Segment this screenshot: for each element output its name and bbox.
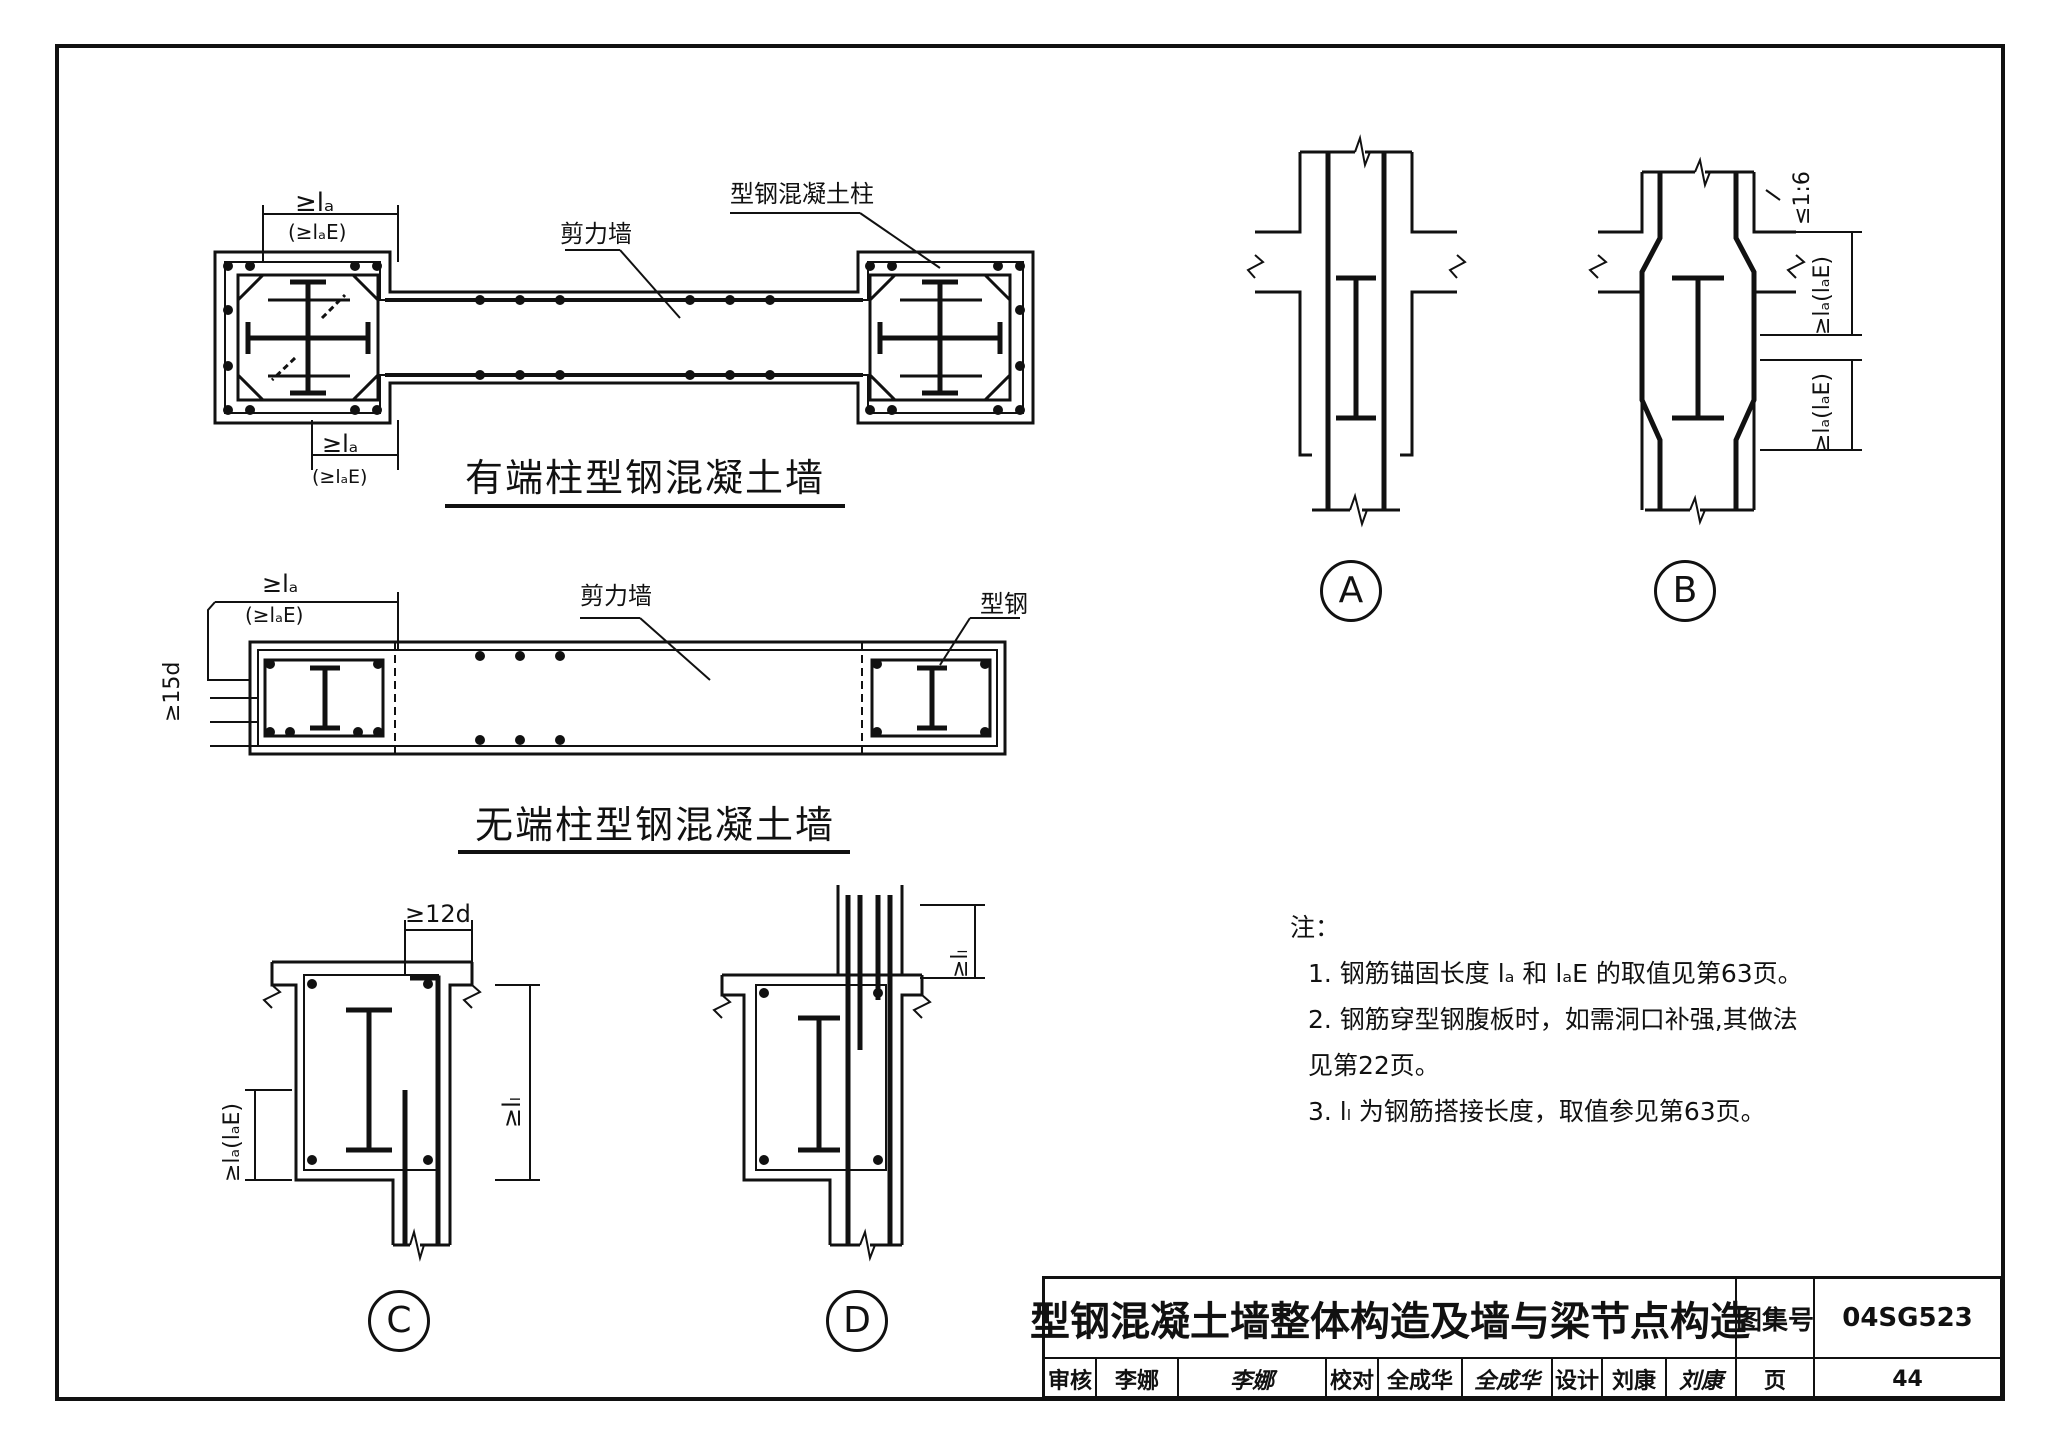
view2-dim-top-main: ≥lₐ [262, 570, 299, 598]
review-label: 审核 [1045, 1359, 1097, 1399]
detail-a-drawing [1246, 134, 1467, 528]
checker-signature: 全成华 [1463, 1359, 1553, 1399]
atlas-label: 图集号 [1736, 1279, 1815, 1359]
view2-wall-label: 剪力墙 [580, 582, 652, 610]
detail-d-drawing [712, 885, 985, 1262]
view1-title: 有端柱型钢混凝土墙 [465, 456, 826, 500]
sheet-frame [55, 44, 2005, 1401]
view1-wall-label: 剪力墙 [560, 220, 632, 248]
check-label: 校对 [1327, 1359, 1379, 1399]
detail-b-dim2: ≥lₐ(lₐE) [1810, 373, 1835, 452]
page-label: 页 [1737, 1359, 1815, 1399]
note-2-cont: 见第22页。 [1308, 1051, 1440, 1080]
atlas-number: 04SG523 [1815, 1279, 2000, 1359]
detail-b-marker: B [1654, 560, 1716, 622]
reviewer-name: 李娜 [1097, 1359, 1179, 1399]
note-2: 2. 钢筋穿型钢腹板时，如需洞口补强,其做法 [1308, 1005, 1798, 1034]
detail-c-drawing [245, 920, 540, 1262]
detail-d-dots [759, 988, 883, 1165]
view2-dim-side: ≥15d [160, 661, 185, 722]
view2-title: 无端柱型钢混凝土墙 [475, 803, 836, 847]
note-1: 1. 钢筋锚固长度 lₐ 和 lₐE 的取值见第63页。 [1308, 959, 1803, 988]
design-label: 设计 [1553, 1359, 1603, 1399]
view-without-end-column-rebar-dots [265, 651, 990, 745]
reviewer-signature: 李娜 [1179, 1359, 1327, 1399]
designer-name: 刘康 [1603, 1359, 1667, 1399]
detail-c-dim-left: ≥lₐ(lₐE) [220, 1103, 245, 1182]
notes-heading: 注： [1290, 913, 1341, 942]
note-3: 3. lₗ 为钢筋搭接长度，取值参见第63页。 [1308, 1097, 1766, 1126]
view1-column-label: 型钢混凝土柱 [730, 180, 874, 208]
notes: 注： 1. 钢筋锚固长度 lₐ 和 lₐE 的取值见第63页。 2. 钢筋穿型钢… [1290, 905, 1803, 1135]
detail-d-marker: D [826, 1290, 888, 1352]
detail-c-marker: C [368, 1290, 430, 1352]
detail-c-dim-right: ≥lₗ [498, 1097, 526, 1128]
view-without-end-column [207, 592, 1020, 854]
detail-b-drawing [1588, 156, 1862, 526]
view1-dim-bottom-main: ≥lₐ [322, 430, 359, 458]
drawing-title: 型钢混凝土墙整体构造及墙与梁节点构造 [1030, 1279, 1750, 1359]
view1-dim-top-main: ≥lₐ [295, 188, 335, 218]
detail-c-dim-top: ≥12d [405, 900, 471, 928]
view1-dim-bottom-sub: (≥lₐE) [312, 466, 368, 488]
detail-a-marker: A [1320, 560, 1382, 622]
detail-b-slope: ≤1:6 [1790, 171, 1815, 225]
checker-name: 全成华 [1379, 1359, 1463, 1399]
detail-c-dots [307, 979, 433, 1165]
view-with-end-column [213, 205, 1035, 508]
designer-signature: 刘康 [1667, 1359, 1737, 1399]
view2-steel-label: 型钢 [980, 590, 1028, 618]
title-block: 型钢混凝土墙整体构造及墙与梁节点构造 图集号 04SG523 审核 李娜 李娜 … [1030, 1276, 2003, 1399]
page-number: 44 [1892, 1366, 1923, 1392]
detail-d-dim-top: ≥lₗ [948, 949, 973, 978]
view-with-end-column-rebar-dots [223, 261, 1025, 415]
view2-dim-top-sub: (≥lₐE) [245, 603, 304, 627]
view1-dim-top-sub: (≥lₐE) [288, 220, 347, 244]
detail-b-dim1: ≥lₐ(lₐE) [1810, 256, 1835, 335]
